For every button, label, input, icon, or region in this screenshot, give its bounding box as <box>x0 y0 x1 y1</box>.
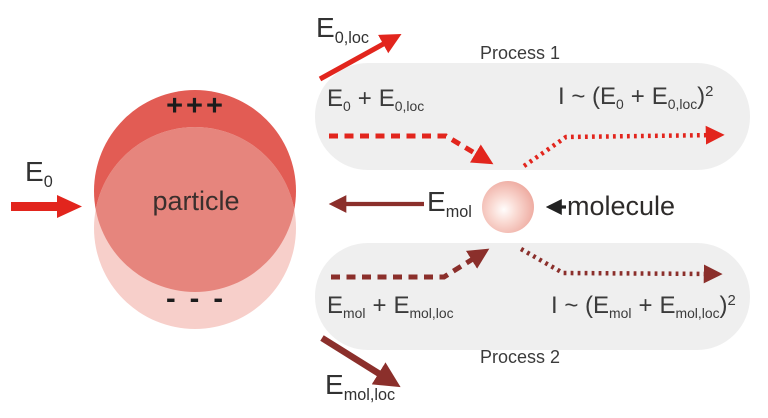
molecule-sphere <box>482 181 534 233</box>
molecule-field-label: Emol <box>427 186 472 221</box>
process2-title: Process 2 <box>479 347 561 367</box>
mol-local-field-label: Emol,loc <box>325 369 396 404</box>
mol-local-field-subscript: mol,loc <box>343 385 396 404</box>
incident-field-arrow <box>11 195 82 218</box>
process2-dotted-arrow <box>519 247 723 284</box>
process1-panel <box>315 63 750 170</box>
particle-label: particle <box>152 186 240 216</box>
process1-title: Process 1 <box>479 43 561 63</box>
molecule-field-subscript: mol <box>445 202 472 221</box>
process1-dotted-arrow <box>522 125 725 168</box>
mol-local-field-arrow <box>320 335 401 388</box>
process2-intensity-formula: I ~ (Emol+Emol,loc)2 <box>551 292 736 321</box>
process2-dashed-arrow <box>331 248 490 280</box>
local-field-arrow <box>318 33 402 82</box>
process1-dashed-arrow <box>329 133 494 165</box>
incident-field-subscript: 0 <box>43 172 53 191</box>
local-field-base: E <box>316 12 335 43</box>
incident-field-label: E0 <box>25 156 53 191</box>
molecule-label: molecule <box>567 191 676 221</box>
process1-intensity-formula: I ~ (E0+E0,loc)2 <box>558 83 714 112</box>
incident-field-base: E <box>25 156 44 187</box>
positive-charges: +++ <box>166 90 226 122</box>
local-field-label: E0,loc <box>316 12 369 47</box>
local-field-subscript: 0,loc <box>334 28 369 47</box>
process2-sum-formula: Emol+Emol,loc <box>327 292 454 321</box>
negative-charges: - - - <box>165 283 227 315</box>
molecule-field-base: E <box>427 186 446 217</box>
process2-panel <box>315 243 750 350</box>
mol-local-field-base: E <box>325 369 344 400</box>
process1-sum-formula: E0+E0,loc <box>327 85 425 114</box>
